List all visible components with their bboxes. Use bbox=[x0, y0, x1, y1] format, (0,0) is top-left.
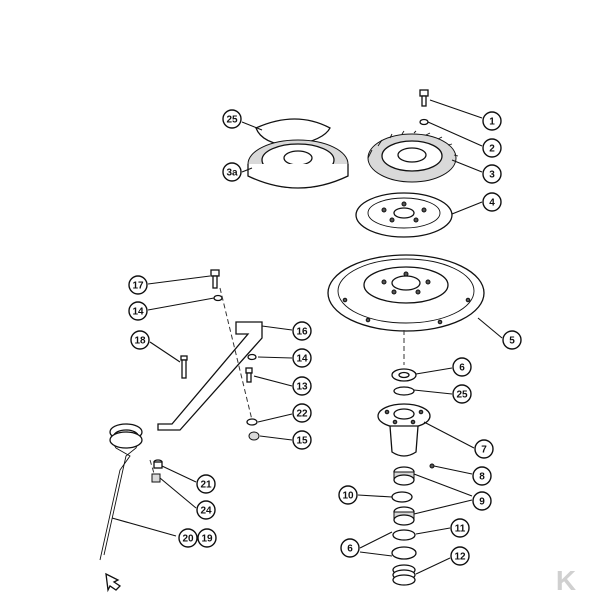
svg-text:24: 24 bbox=[200, 506, 212, 517]
svg-text:8: 8 bbox=[479, 472, 485, 483]
svg-text:11: 11 bbox=[455, 524, 466, 535]
callout-2: 2 bbox=[482, 138, 502, 158]
callout-5: 5 bbox=[502, 330, 522, 350]
circlip-part-10 bbox=[391, 491, 413, 503]
callout-22: 22 bbox=[292, 403, 312, 423]
callout-25-lower: 25 bbox=[452, 384, 472, 404]
callout-4: 4 bbox=[482, 192, 502, 212]
svg-text:25: 25 bbox=[226, 115, 238, 126]
gear-cover-part-25 bbox=[255, 118, 331, 147]
callout-21: 21 bbox=[196, 474, 216, 494]
svg-text:4: 4 bbox=[489, 198, 495, 209]
svg-text:21: 21 bbox=[200, 480, 212, 491]
cutter-disc-part-5 bbox=[327, 254, 485, 332]
callout-24: 24 bbox=[196, 500, 216, 520]
grease-nipple-part-8 bbox=[429, 463, 435, 469]
svg-text:22: 22 bbox=[296, 409, 308, 420]
svg-text:6: 6 bbox=[459, 363, 465, 374]
sleeve-part-21 bbox=[153, 459, 163, 469]
washer-part-2 bbox=[419, 118, 429, 126]
callout-14-upper: 14 bbox=[128, 301, 148, 321]
washer-part-11 bbox=[392, 529, 416, 541]
callout-1: 1 bbox=[482, 111, 502, 131]
callout-8: 8 bbox=[472, 466, 492, 486]
svg-text:14: 14 bbox=[296, 354, 308, 365]
spacer-washer-part-6-lower bbox=[391, 546, 417, 560]
svg-text:7: 7 bbox=[481, 445, 487, 456]
svg-text:9: 9 bbox=[479, 497, 485, 508]
svg-text:1: 1 bbox=[489, 117, 495, 128]
washer-part-22 bbox=[246, 418, 258, 426]
bolt-part-17 bbox=[210, 269, 220, 289]
callout-3: 3 bbox=[482, 164, 502, 184]
callout-12: 12 bbox=[450, 546, 470, 566]
callout-7: 7 bbox=[474, 439, 494, 459]
washer-part-14-right bbox=[247, 353, 257, 361]
bolt-part-18 bbox=[180, 355, 188, 379]
washer-part-14-top bbox=[213, 294, 223, 302]
holder-arm-part-16 bbox=[157, 321, 263, 431]
callout-25-upper: 25 bbox=[222, 109, 242, 129]
callout-19: 19 bbox=[197, 528, 217, 548]
nut-part-15 bbox=[248, 431, 260, 441]
spacer-washer-inner bbox=[398, 371, 410, 379]
bearing-part-9-lower bbox=[393, 506, 415, 526]
svg-text:3a: 3a bbox=[226, 168, 238, 179]
svg-text:15: 15 bbox=[296, 436, 308, 447]
callout-3a: 3a bbox=[222, 162, 242, 182]
spring-part-12 bbox=[392, 564, 416, 586]
flange-plate-part-4 bbox=[355, 192, 453, 238]
bolt-part-1 bbox=[419, 89, 429, 107]
svg-text:14: 14 bbox=[132, 307, 144, 318]
callout-20: 20 bbox=[178, 528, 198, 548]
spring-tine-part-20-19 bbox=[99, 423, 143, 561]
svg-text:6: 6 bbox=[347, 544, 353, 555]
callout-16: 16 bbox=[292, 321, 312, 341]
brand-watermark-logo: K bbox=[556, 565, 576, 596]
callout-11: 11 bbox=[450, 518, 470, 538]
svg-text:25: 25 bbox=[456, 390, 468, 401]
svg-text:12: 12 bbox=[454, 552, 466, 563]
svg-text:16: 16 bbox=[296, 327, 308, 338]
hub-part-7 bbox=[377, 403, 431, 457]
svg-text:3: 3 bbox=[489, 170, 495, 181]
svg-text:5: 5 bbox=[509, 336, 515, 347]
bevel-gear-part-3a bbox=[247, 139, 349, 189]
direction-arrow-icon bbox=[105, 572, 122, 593]
svg-text:13: 13 bbox=[296, 382, 308, 393]
callout-14-lower: 14 bbox=[292, 348, 312, 368]
callout-13: 13 bbox=[292, 376, 312, 396]
callout-9: 9 bbox=[472, 491, 492, 511]
svg-text:K: K bbox=[556, 565, 576, 596]
callout-18: 18 bbox=[130, 330, 150, 350]
svg-text:2: 2 bbox=[489, 144, 495, 155]
callout-6-lower: 6 bbox=[340, 538, 360, 558]
bolt-part-13 bbox=[245, 367, 253, 383]
svg-text:19: 19 bbox=[201, 534, 213, 545]
svg-text:10: 10 bbox=[342, 491, 354, 502]
callout-15: 15 bbox=[292, 430, 312, 450]
bearing-part-9-upper bbox=[393, 466, 415, 486]
leader-lines bbox=[111, 99, 503, 575]
svg-text:17: 17 bbox=[132, 281, 144, 292]
bevel-gear-part-3 bbox=[367, 130, 459, 183]
svg-text:18: 18 bbox=[134, 336, 146, 347]
ring-part-25 bbox=[393, 386, 415, 396]
svg-text:20: 20 bbox=[182, 534, 194, 545]
nut-part-24 bbox=[151, 473, 161, 483]
callout-10: 10 bbox=[338, 485, 358, 505]
callout-6-upper: 6 bbox=[452, 357, 472, 377]
callout-17: 17 bbox=[128, 275, 148, 295]
